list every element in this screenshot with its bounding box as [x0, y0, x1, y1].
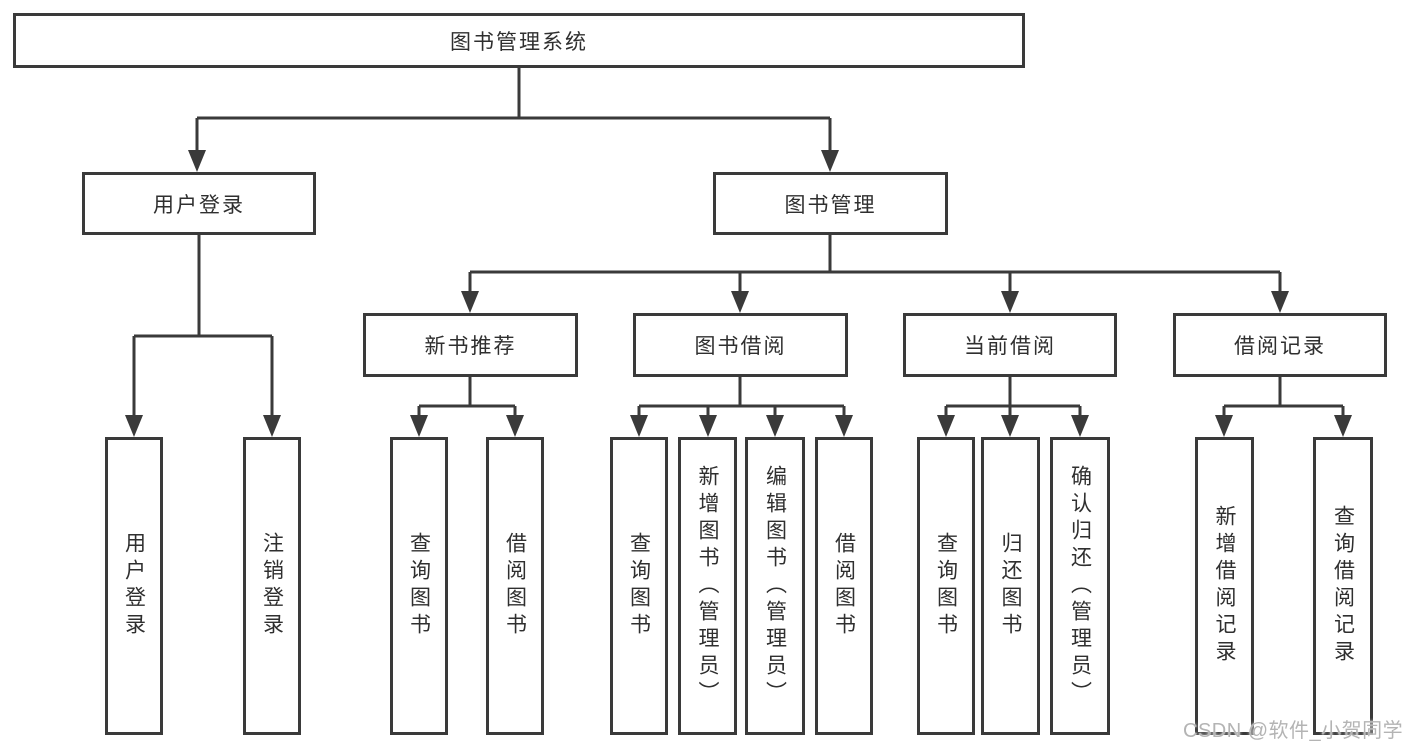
connector-shafts — [132, 68, 1345, 417]
node-borrowing-records: 借阅记录 — [1173, 313, 1387, 377]
node-book-management: 图书管理 — [713, 172, 948, 235]
leaf-add-book-admin: 新增图书（管理员） — [678, 437, 737, 735]
node-new-book-recommendation: 新书推荐 — [363, 313, 578, 377]
leaf-confirm-return-admin: 确认归还（管理员） — [1050, 437, 1110, 735]
csdn-watermark: CSDN @软件_小贺同学 — [1183, 720, 1404, 742]
leaf-add-borrow-record: 新增借阅记录 — [1195, 437, 1254, 735]
leaf-logout: 注销登录 — [243, 437, 301, 735]
leaf-borrow-books-recommend: 借阅图书 — [486, 437, 544, 735]
leaf-borrow-books-borrowing: 借阅图书 — [815, 437, 873, 735]
node-book-borrowing: 图书借阅 — [633, 313, 848, 377]
node-library-management-system: 图书管理系统 — [13, 13, 1025, 68]
leaf-query-books-current: 查询图书 — [917, 437, 975, 735]
leaf-user-login: 用户登录 — [105, 437, 163, 735]
node-user-login: 用户登录 — [82, 172, 316, 235]
leaf-query-books-recommend: 查询图书 — [390, 437, 448, 735]
leaf-return-books: 归还图书 — [981, 437, 1040, 735]
leaf-query-books-borrowing: 查询图书 — [610, 437, 668, 735]
node-current-borrowing: 当前借阅 — [903, 313, 1117, 377]
leaf-edit-book-admin: 编辑图书（管理员） — [745, 437, 805, 735]
arrowheads — [125, 150, 1352, 437]
leaf-query-borrow-record: 查询借阅记录 — [1313, 437, 1373, 735]
